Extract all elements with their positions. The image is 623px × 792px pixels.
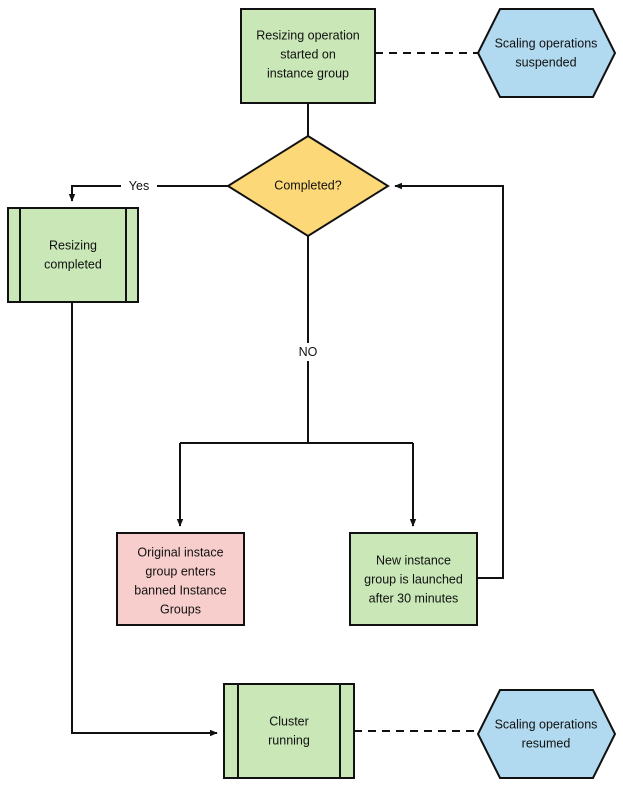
new-group-launched-line-1: New instance [376,553,451,567]
node-scaling-suspended[interactable]: Scaling operations suspended [476,8,617,98]
edge-new-group-to-decision [394,182,504,579]
edge-resizing-completed-to-cluster [71,302,218,737]
original-group-banned-line-2: group enters [145,564,215,578]
original-group-banned-shape[interactable] [116,532,245,626]
node-resizing-started[interactable]: Resizing operation started on instance g… [240,8,376,104]
resizing-completed-line-2: completed [44,257,102,271]
cluster-running-line-1: Cluster [269,714,309,728]
scaling-suspended-shape[interactable] [476,8,617,98]
original-group-banned-line-3: banned Instance [134,583,226,597]
edge-label-no: NO [299,345,318,359]
node-new-group-launched[interactable]: New instance group is launched after 30 … [349,532,478,626]
node-scaling-resumed[interactable]: Scaling operations resumed [476,689,617,779]
original-group-banned-line-1: Original instace [137,545,223,559]
cluster-running-line-2: running [268,733,310,747]
edge-decision-yes [68,185,228,202]
edge-label-yes: Yes [129,179,149,193]
new-group-launched-line-3: after 30 minutes [369,591,459,605]
node-original-group-banned[interactable]: Original instace group enters banned Ins… [116,532,245,626]
new-group-launched-line-2: group is launched [364,572,463,586]
scaling-resumed-shape[interactable] [476,689,617,779]
edge-labels-layer: Yes NO [121,177,325,361]
new-group-launched-shape[interactable] [349,532,478,626]
scaling-suspended-line-2: suspended [515,55,576,69]
resizing-completed-line-1: Resizing [49,238,97,252]
original-group-banned-line-4: Groups [160,602,201,616]
resizing-started-shape[interactable] [240,8,376,104]
resizing-started-line-1: Resizing operation [256,28,360,42]
resizing-started-line-3: instance group [267,66,349,80]
no-label-backdrop [291,343,325,361]
cluster-running-shape[interactable] [223,683,355,779]
resizing-started-line-2: started on [280,47,336,61]
completed-decision-shape[interactable] [226,134,390,238]
scaling-resumed-line-2: resumed [522,736,571,750]
scaling-suspended-line-1: Scaling operations [495,36,598,50]
edges-layer [68,52,504,737]
scaling-resumed-line-1: Scaling operations [495,717,598,731]
node-completed-decision[interactable]: Completed? [226,134,390,238]
completed-decision-label: Completed? [274,178,341,192]
yes-label-backdrop [121,177,157,195]
node-resizing-completed[interactable]: Resizing completed [7,207,139,303]
node-cluster-running[interactable]: Cluster running [223,683,355,779]
resizing-completed-shape[interactable] [7,207,139,303]
